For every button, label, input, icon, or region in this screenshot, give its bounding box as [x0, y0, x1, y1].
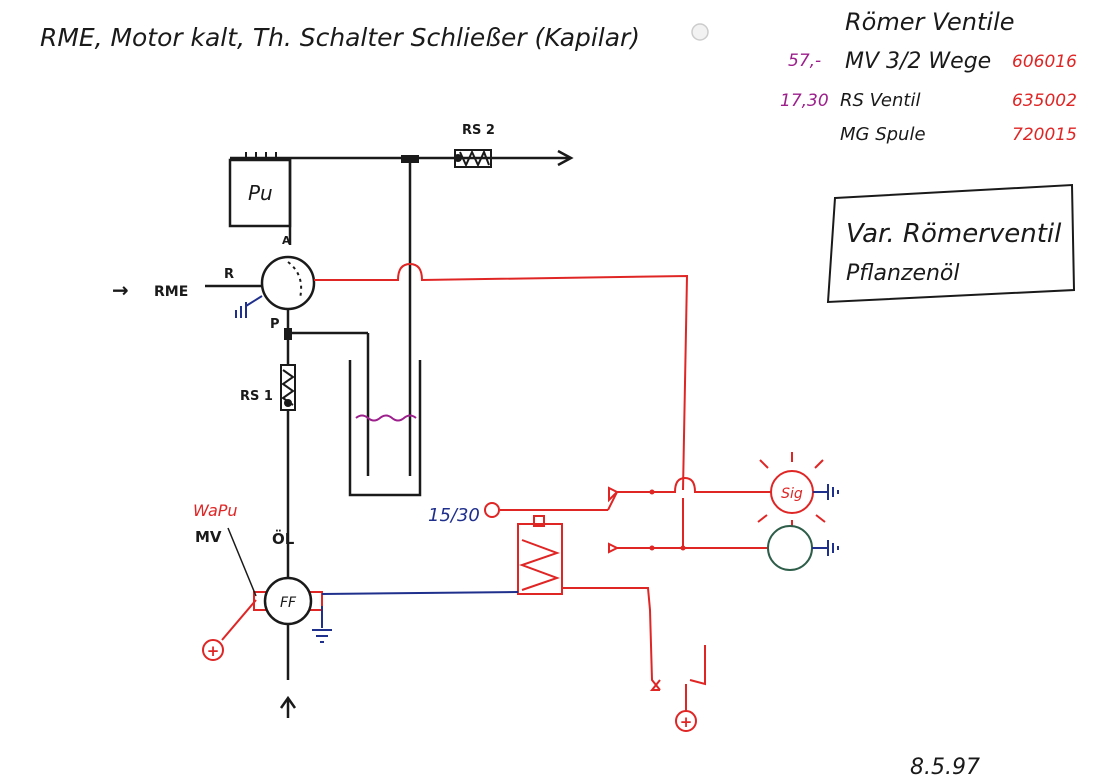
svg-text:+: +	[207, 642, 220, 660]
svg-text:+: +	[680, 713, 693, 731]
switch-node-3	[680, 545, 686, 551]
parts-item-2-name: RS Ventil	[840, 90, 920, 111]
parts-item-3-code: 720015	[1012, 125, 1077, 145]
tank	[348, 360, 422, 497]
sensor-line	[321, 591, 519, 595]
bottom-inlet-arrow-icon	[279, 695, 297, 718]
wapu-label-1: WaPu	[193, 501, 238, 520]
voltage-label: 15/30	[428, 505, 480, 526]
indicator-lamp-ground-icon	[812, 540, 839, 556]
valve-ground-icon	[235, 295, 263, 318]
wapu-label-2: MV	[195, 528, 222, 546]
parts-item-1-code: 606016	[1012, 52, 1077, 72]
rme-arrow-icon: →	[112, 278, 129, 302]
parts-item-2-code: 635002	[1012, 91, 1077, 111]
ff-ground-icon	[312, 606, 332, 643]
note-box-frame	[826, 183, 1076, 304]
parts-item-1-price: 57,-	[788, 51, 821, 71]
parts-list-heading: Römer Ventile	[845, 8, 1015, 36]
indicator-lamp-icon	[767, 525, 813, 571]
electrical-wiring	[221, 262, 772, 712]
punch-hole	[691, 23, 709, 41]
parts-item-2-price: 17,30	[780, 91, 829, 111]
plus-terminal-left-icon: +	[202, 639, 224, 661]
oil-label: ÖL	[272, 529, 295, 548]
rs2-valve	[454, 149, 492, 168]
three-way-valve	[260, 255, 316, 311]
voltage-terminal-icon	[484, 502, 500, 518]
date-label: 8.5.97	[910, 755, 980, 780]
title-note: RME, Motor kalt, Th. Schalter Schließer …	[40, 23, 640, 52]
switch-node-2	[649, 545, 655, 551]
rs1-label: RS 1	[240, 389, 273, 404]
note-box-line-1: Var. Römerventil	[846, 219, 1062, 249]
ff-filter-label: FF	[280, 595, 297, 611]
t-junction	[401, 155, 419, 163]
ff-filter	[253, 576, 323, 626]
wapu-leader-line	[227, 527, 257, 597]
tank-fluid-level	[355, 414, 417, 422]
port-a-label: A	[282, 234, 291, 247]
switch-contact-bottom	[608, 542, 620, 554]
rs1-valve	[280, 364, 296, 411]
p-port	[284, 328, 292, 340]
rs2-label: RS 2	[462, 123, 495, 138]
pump-ticks	[245, 152, 277, 160]
rme-inlet-label: RME	[154, 284, 188, 300]
note-box-line-2: Pflanzenöl	[846, 261, 960, 286]
parts-item-3-name: MG Spule	[840, 124, 926, 145]
switch-node-1	[649, 489, 655, 495]
port-p-label: P	[270, 317, 280, 332]
fuel-lines	[205, 149, 574, 680]
warning-lamp-ground-icon	[813, 484, 839, 500]
warning-lamp-label: Sig	[781, 486, 803, 502]
port-r-label: R	[224, 267, 234, 282]
parts-item-1-name: MV 3/2 Wege	[845, 49, 991, 74]
plus-terminal-right-icon: +	[675, 710, 697, 732]
switch-contact-top	[608, 486, 619, 503]
pump-label: Pu	[248, 181, 273, 205]
